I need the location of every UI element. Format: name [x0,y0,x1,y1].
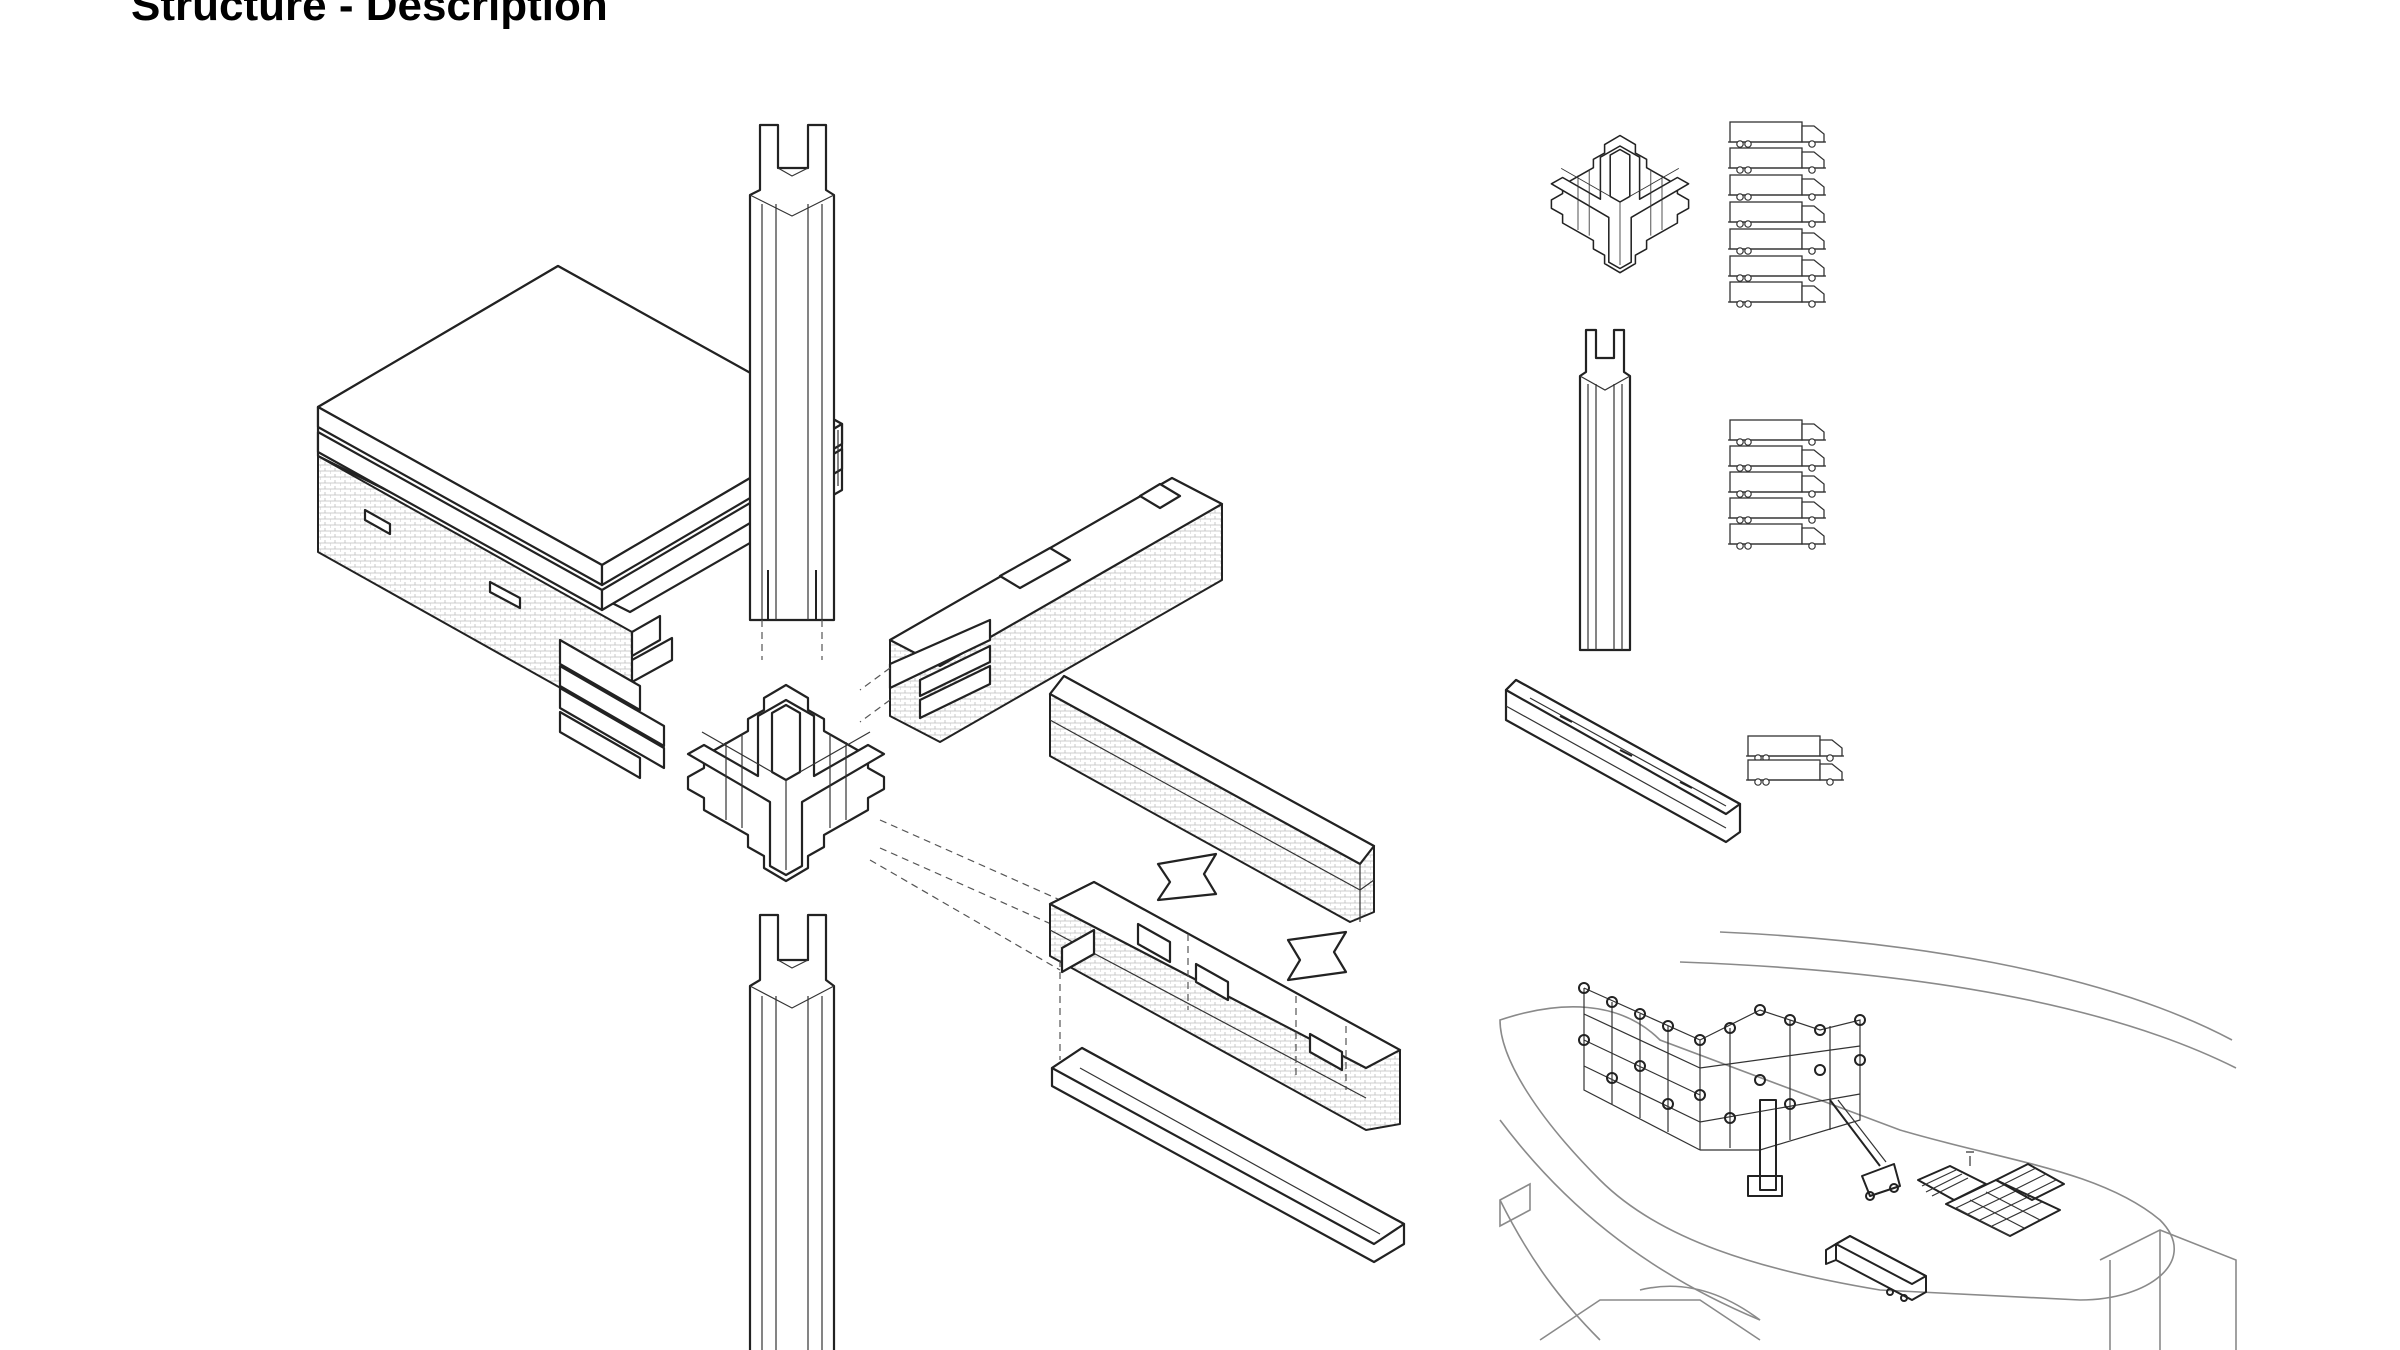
cross-node-small [1550,134,1690,274]
shear-key-2 [1286,930,1348,982]
beam-lower-right [1048,674,1376,923]
beam-small [1504,678,1742,844]
truck-icon [1825,1235,1927,1302]
column-lower [748,913,836,1350]
cross-node [686,683,886,883]
truck-icon [1727,419,1827,446]
truck-icon [1727,497,1827,524]
page-title: Structure - Description [131,0,608,30]
truck-icon [1745,735,1845,762]
truck-icon [1727,147,1827,174]
component-stock [1917,1151,2065,1237]
truck-group-nodes [1727,121,1827,308]
truck-icon [1727,121,1827,148]
beam-upper-right [888,476,1224,743]
base-plank [1050,1046,1406,1264]
truck-group-columns [1727,419,1827,550]
crane-icon [1829,1099,1901,1201]
truck-icon [1727,255,1827,282]
column-small [1578,328,1632,652]
frame-under-construction [1578,982,1866,1197]
truck-icon [1745,759,1845,786]
truck-icon [1727,201,1827,228]
truck-group-beams [1745,735,1845,786]
shear-key-1 [1156,852,1218,902]
column-upper [748,123,836,622]
truck-icon [1727,445,1827,472]
truck-icon [1727,174,1827,201]
truck-icon [1727,471,1827,498]
truck-icon [1727,523,1827,550]
truck-icon [1727,281,1827,308]
beam-lower [1048,880,1402,1131]
truck-icon [1727,228,1827,255]
site-plan [1499,931,2237,1350]
